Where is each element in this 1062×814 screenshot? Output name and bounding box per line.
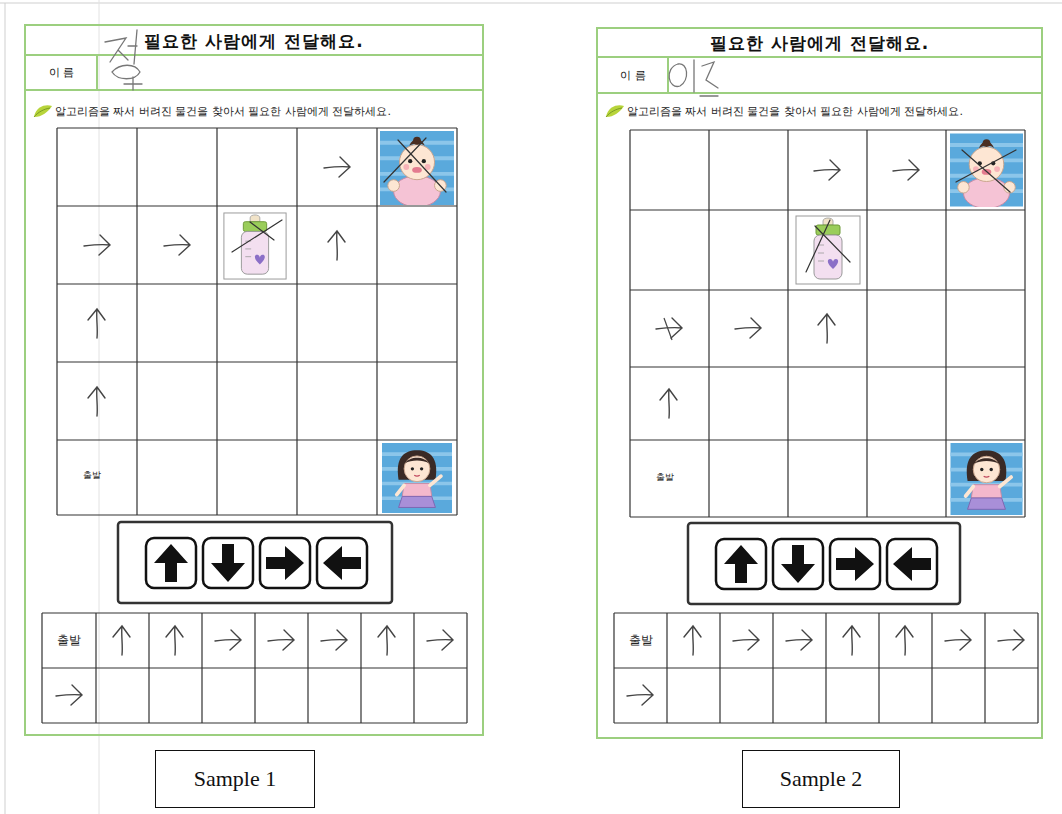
girl-picture bbox=[382, 443, 452, 513]
answer-table bbox=[42, 613, 467, 723]
title-band-text: 필요한 사람에게 전달해요. bbox=[144, 30, 363, 53]
start-cell-text-run: 출발 bbox=[656, 472, 674, 482]
leaf-icon bbox=[34, 105, 52, 117]
arrow-buttons bbox=[688, 523, 960, 604]
instruction-text: 알고리즘을 짜서 버려진 물건을 찾아서 필요한 사람에게 전달하세요. bbox=[55, 104, 481, 119]
cross-out-mark bbox=[664, 318, 672, 340]
handwritten-name bbox=[105, 30, 142, 90]
start-cell-text: 출발 bbox=[630, 471, 700, 484]
worksheet-frame bbox=[597, 28, 1042, 738]
start-cell-text: 출발 bbox=[614, 632, 667, 649]
worksheet-frame bbox=[25, 25, 483, 735]
hand-arrows bbox=[56, 626, 453, 705]
baby-picture bbox=[380, 131, 454, 207]
instruction-text: 알고리즘을 짜서 버려진 물건을 찾아서 필요한 사람에게 전달하세요. bbox=[627, 104, 1039, 119]
caption-box: Sample 2 bbox=[742, 750, 900, 808]
instruction-text-run: 알고리즘을 짜서 버려진 물건을 찾아서 필요한 사람에게 전달하세요. bbox=[55, 105, 391, 118]
title-band: 필요한 사람에게 전달해요. bbox=[27, 27, 481, 55]
handwritten-name bbox=[669, 60, 718, 96]
start-cell-text-run: 출발 bbox=[83, 470, 101, 480]
cross-out-mark bbox=[806, 150, 1016, 272]
title-band: 필요한 사람에게 전달해요. bbox=[599, 30, 1040, 57]
hand-arrows bbox=[627, 626, 1024, 705]
hand-arrows bbox=[84, 157, 350, 416]
hand-arrows bbox=[656, 160, 919, 418]
name-field-label: 이 름 bbox=[27, 56, 96, 89]
name-field-label: 이 름 bbox=[599, 58, 667, 92]
bottle-picture bbox=[796, 216, 860, 284]
caption-box-text: Sample 2 bbox=[780, 766, 863, 792]
start-cell-text: 출발 bbox=[57, 469, 127, 482]
arrow-buttons bbox=[118, 522, 392, 603]
caption-box: Sample 1 bbox=[155, 750, 315, 808]
start-cell-text: 출발 bbox=[42, 632, 96, 649]
title-band-text: 필요한 사람에게 전달해요. bbox=[710, 32, 929, 55]
start-cell-text-run: 출발 bbox=[57, 633, 81, 647]
name-field-label-text: 이 름 bbox=[620, 68, 646, 83]
grid bbox=[57, 128, 457, 515]
instruction-text-run: 알고리즘을 짜서 버려진 물건을 찾아서 필요한 사람에게 전달하세요. bbox=[627, 105, 963, 118]
name-field-label-text: 이 름 bbox=[49, 65, 75, 80]
grid bbox=[630, 130, 1025, 517]
caption-box-text: Sample 1 bbox=[194, 766, 277, 792]
start-cell-text-run: 출발 bbox=[629, 633, 653, 647]
girl-picture bbox=[951, 443, 1023, 515]
answer-table bbox=[614, 613, 1038, 723]
leaf-icon bbox=[606, 105, 624, 117]
